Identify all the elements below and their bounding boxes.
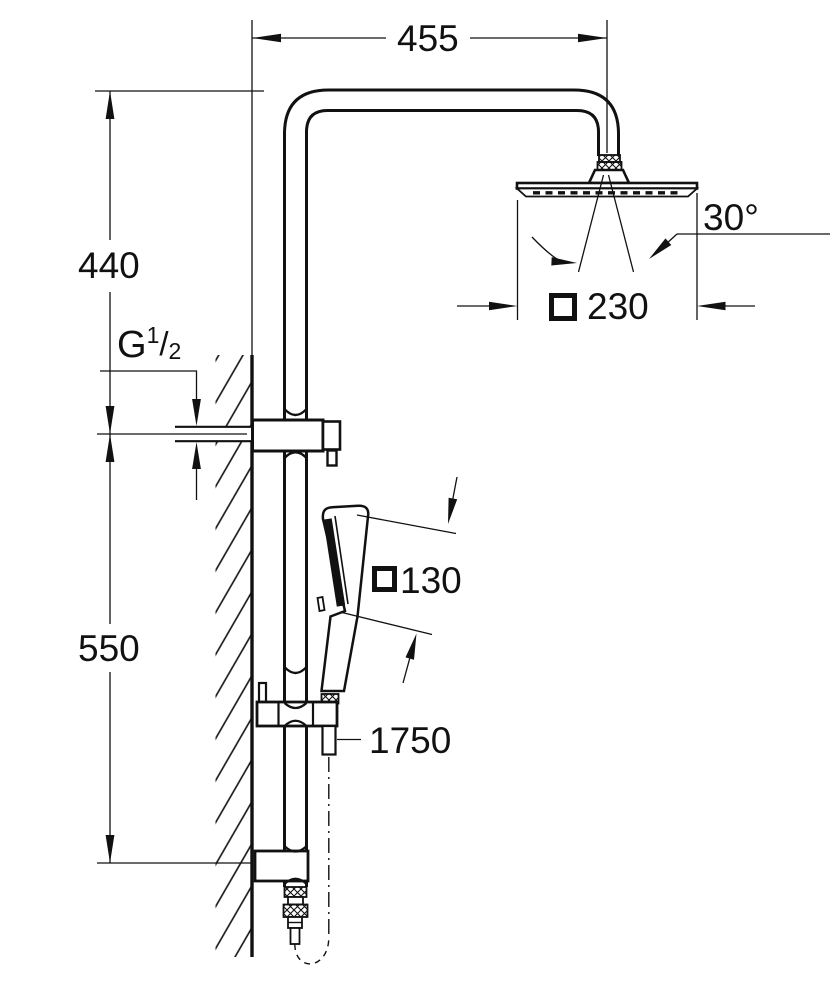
rail-sleeve-joint [283, 666, 308, 675]
hose-end [289, 927, 301, 945]
wall [215, 20, 254, 957]
dimension-label-height-above: 440 [78, 245, 140, 286]
valve-body [251, 418, 325, 453]
shower-pipe [283, 88, 620, 887]
dimension-label-hose-length: 1750 [369, 720, 452, 761]
dimension-230 [457, 193, 755, 320]
hose-nut-upper [283, 886, 308, 898]
pipe-inner-line [305, 109, 600, 887]
dimension-550 [97, 434, 252, 864]
holder-pin [257, 681, 268, 704]
arrowhead [578, 33, 607, 43]
thread-numerator: 1 [146, 322, 160, 348]
valve-knob [326, 449, 338, 467]
dimension-label-arm-projection: 455 [397, 18, 459, 59]
pipe-outer-line [283, 88, 620, 887]
head-shower [514, 154, 700, 198]
holder-block [255, 700, 339, 728]
hand-shower [316, 504, 370, 705]
dimension-455 [252, 20, 608, 153]
valve-knob-housing [321, 420, 342, 451]
thread-letter: G [117, 324, 147, 366]
dimension-label-thread: G1/2 [117, 324, 182, 366]
square-dimension-icon-230 [549, 293, 577, 321]
dimension-440 [95, 90, 264, 435]
square-dimension-icon-130 [372, 566, 397, 592]
dimension-label-head-size: 230 [587, 286, 649, 327]
hand-shower-holder [255, 681, 339, 756]
hose-connector-upper [321, 724, 337, 756]
bottom-bracket [253, 845, 310, 885]
ball-joint-nut-upper [598, 154, 621, 163]
dimension-label-hand-size: 130 [400, 560, 462, 601]
hose-centerline [294, 757, 330, 965]
dimension-label-height-below: 550 [78, 628, 140, 669]
dimension-30deg [531, 233, 830, 266]
hand-shower-face [323, 518, 346, 607]
thread-denominator: 2 [168, 338, 182, 364]
bottom-hose-connection [282, 886, 309, 945]
head-shower-face [514, 187, 700, 198]
dimension-130 [341, 476, 458, 684]
arrowhead [252, 33, 281, 43]
hand-shower-button [316, 595, 326, 613]
wall-hatching [215, 355, 252, 957]
dimension-label-swivel-angle: 30° [703, 197, 759, 238]
bracket-body [253, 849, 310, 883]
hose-nut-lower [282, 903, 309, 918]
dimension-g-half [100, 370, 201, 500]
spray-cone [577, 174, 635, 273]
diverter-valve [251, 408, 342, 467]
thread-slash: / [159, 325, 169, 362]
